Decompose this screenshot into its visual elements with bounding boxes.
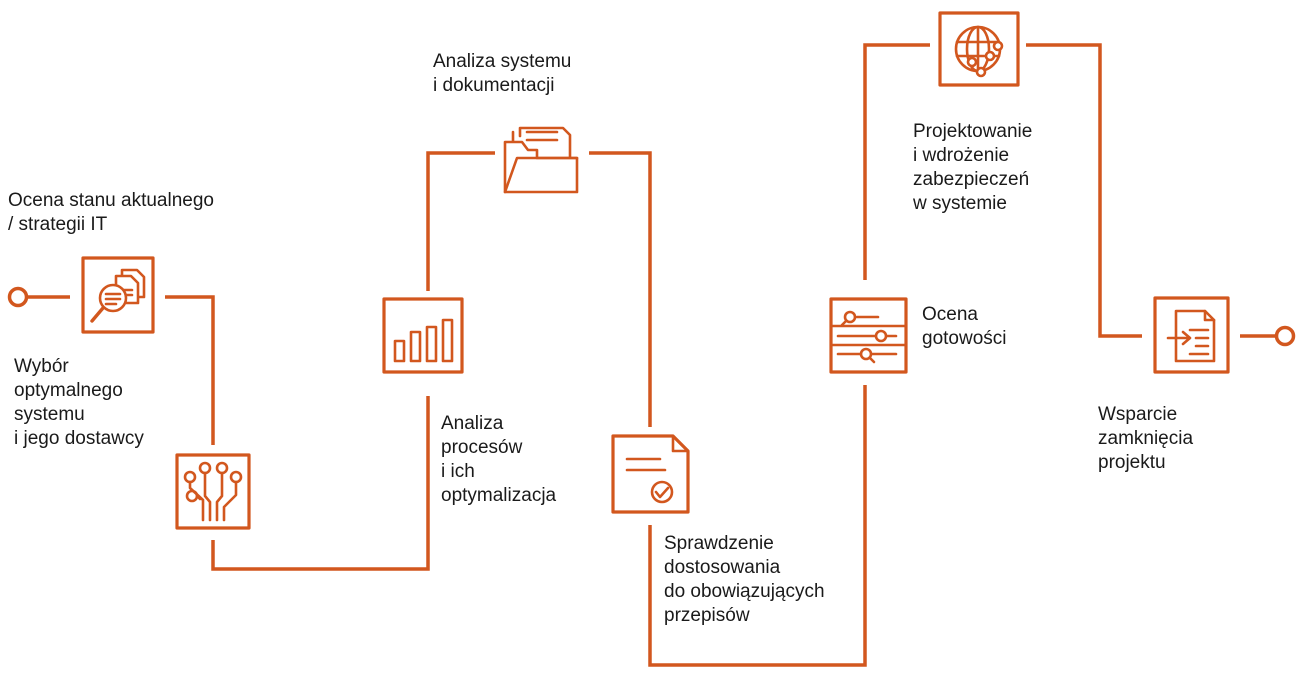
step-label-compliance-check: Sprawdzenie dostosowania do obowiązujący… [664, 533, 825, 626]
step-label-security-design: Projektowanie i wdrożenie zabezpieczeń w… [913, 121, 1033, 214]
circuit-icon [175, 453, 251, 530]
step-label-current-state: Ocena stanu aktualnego / strategii IT [8, 190, 214, 235]
document-arrow-icon [1153, 296, 1230, 374]
connector-lines [28, 43, 1277, 667]
step-label-system-selection: Wybór optymalnego systemu i jego dostawc… [14, 356, 144, 449]
step-label-readiness-assessment: Ocena gotowości [922, 304, 1007, 349]
document-search-icon [81, 256, 155, 334]
globe-network-icon [938, 11, 1020, 87]
search-sliders-icon [829, 297, 908, 374]
start-terminal-icon [7, 286, 29, 308]
step-label-system-analysis: Analiza systemu i dokumentacji [433, 51, 572, 96]
end-terminal-icon [1274, 325, 1296, 347]
document-check-icon [611, 434, 690, 514]
step-label-project-closure: Wsparcie zamknięcia projektu [1098, 404, 1194, 473]
folder-documents-icon [503, 126, 579, 194]
step-label-process-analysis: Analiza procesów i ich optymalizacja [441, 413, 557, 506]
bar-chart-icon [382, 297, 464, 374]
